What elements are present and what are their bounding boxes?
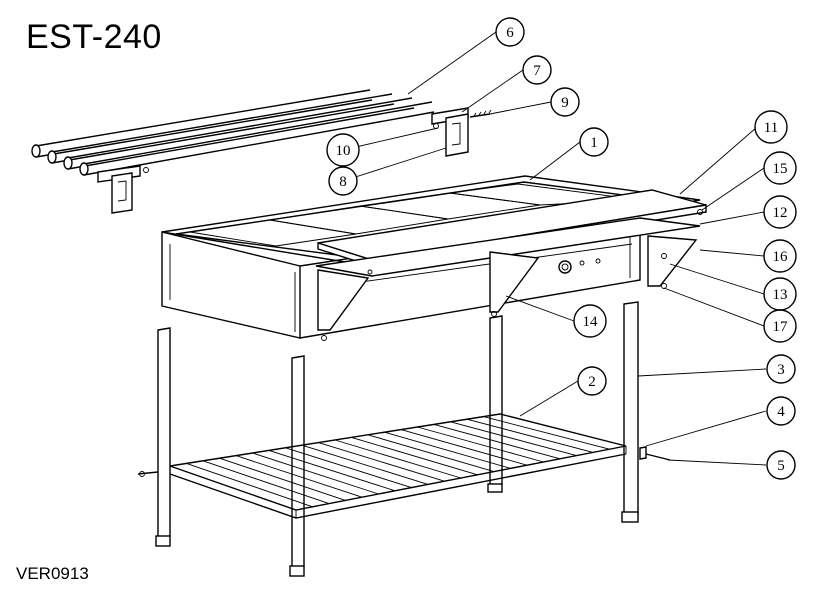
- undershelf: [138, 414, 670, 518]
- svg-text:3: 3: [777, 362, 785, 378]
- undershelf-slat: [418, 427, 544, 462]
- callout-11: 11: [755, 111, 787, 143]
- legs: [156, 302, 638, 576]
- callout-6: 6: [496, 18, 524, 46]
- callout-12: 12: [764, 196, 796, 228]
- callout-5: 5: [767, 451, 795, 479]
- svg-text:10: 10: [336, 143, 351, 159]
- svg-text:17: 17: [773, 319, 789, 335]
- undershelf-slat: [302, 445, 428, 484]
- callout-4: 4: [767, 397, 795, 425]
- undershelf-slat: [401, 430, 527, 466]
- svg-text:2: 2: [588, 374, 596, 390]
- callout-9: 9: [551, 88, 579, 116]
- svg-text:4: 4: [777, 404, 785, 420]
- undershelf-slat: [269, 450, 395, 490]
- undershelf-slat: [335, 440, 461, 478]
- svg-text:12: 12: [773, 205, 788, 221]
- callout-2: 2: [578, 367, 606, 395]
- callout-1: 1: [580, 128, 608, 156]
- svg-text:6: 6: [506, 25, 514, 41]
- svg-text:1: 1: [590, 135, 598, 151]
- undershelf-slat: [368, 435, 494, 472]
- svg-text:11: 11: [764, 120, 778, 136]
- svg-text:16: 16: [773, 249, 789, 265]
- callout-13: 13: [764, 278, 796, 310]
- svg-text:15: 15: [773, 161, 788, 177]
- callout-16: 16: [764, 240, 796, 272]
- undershelf-slat: [319, 443, 445, 482]
- svg-text:13: 13: [773, 287, 788, 303]
- svg-text:9: 9: [561, 95, 569, 111]
- callout-14: 14: [574, 305, 606, 337]
- undershelf-slat: [220, 458, 346, 500]
- svg-text:7: 7: [533, 63, 541, 79]
- undershelf-slat: [253, 453, 379, 494]
- svg-text:5: 5: [777, 458, 785, 474]
- callout-3: 3: [767, 355, 795, 383]
- undershelf-slat: [451, 422, 577, 456]
- undershelf-slat: [467, 419, 593, 452]
- callout-15: 15: [764, 152, 796, 184]
- callout-17: 17: [764, 310, 796, 342]
- callout-7: 7: [523, 56, 551, 84]
- callout-10: 10: [327, 134, 359, 166]
- callout-8: 8: [329, 167, 357, 195]
- svg-text:14: 14: [583, 314, 599, 330]
- undershelf-slat: [203, 461, 329, 504]
- undershelf-slat: [352, 437, 478, 474]
- svg-text:8: 8: [339, 174, 347, 190]
- tray-slide-rails: [32, 90, 491, 213]
